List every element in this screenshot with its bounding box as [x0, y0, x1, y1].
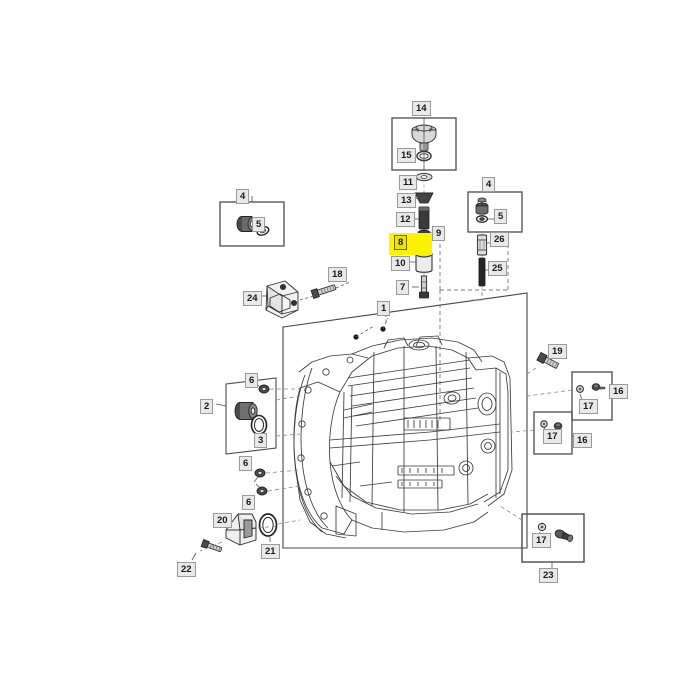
right-bushing-box — [467, 188, 523, 233]
housing-leader-dots — [353, 326, 386, 340]
callout-4-left[interactable]: 4 — [236, 189, 250, 204]
bottom-right-sensor-box — [499, 505, 585, 570]
callout-3[interactable]: 3 — [254, 433, 268, 448]
right-pin-stack — [470, 232, 492, 301]
callout-8[interactable]: 8 — [394, 235, 408, 250]
callout-21[interactable]: 21 — [261, 544, 280, 559]
callout-18[interactable]: 18 — [328, 267, 347, 282]
callout-22[interactable]: 22 — [177, 562, 196, 577]
callout-10[interactable]: 10 — [391, 256, 410, 271]
callout-13[interactable]: 13 — [397, 193, 416, 208]
main-housing-boundary — [282, 292, 528, 549]
callout-1[interactable]: 1 — [377, 301, 391, 316]
callout-5-left[interactable]: 5 — [252, 217, 266, 232]
callout-17-lower[interactable]: 17 — [543, 429, 562, 444]
callout-11[interactable]: 11 — [399, 175, 418, 190]
left-cover-plate — [215, 377, 301, 455]
callout-16-lower[interactable]: 16 — [573, 433, 592, 448]
callout-24[interactable]: 24 — [243, 291, 262, 306]
callout-25[interactable]: 25 — [488, 261, 507, 276]
callout-7[interactable]: 7 — [396, 280, 410, 295]
housing-leader-lines — [355, 314, 389, 338]
callout-6-upper[interactable]: 6 — [245, 373, 259, 388]
callout-19[interactable]: 19 — [548, 344, 567, 359]
right-fastener-groups — [511, 350, 618, 455]
center-vent-stack — [391, 117, 457, 300]
bracket-assembly — [260, 272, 351, 319]
callout-2[interactable]: 2 — [200, 399, 214, 414]
callout-14[interactable]: 14 — [412, 101, 431, 116]
callout-15[interactable]: 15 — [397, 148, 416, 163]
stack-leader-dashed-box — [439, 233, 509, 420]
callout-16-upper[interactable]: 16 — [609, 384, 628, 399]
callout-20[interactable]: 20 — [213, 513, 232, 528]
callout-17-box23[interactable]: 17 — [532, 533, 551, 548]
callout-4-right[interactable]: 4 — [482, 177, 496, 192]
callout-6-lower[interactable]: 6 — [242, 495, 256, 510]
callout-6-mid[interactable]: 6 — [239, 456, 253, 471]
callout-23[interactable]: 23 — [539, 568, 558, 583]
callout-26[interactable]: 26 — [490, 232, 509, 247]
callout-5-right[interactable]: 5 — [494, 209, 508, 224]
callout-9[interactable]: 9 — [432, 226, 446, 241]
plug-seals — [253, 382, 301, 496]
speed-sensor-group — [191, 513, 301, 561]
callout-12[interactable]: 12 — [396, 212, 415, 227]
callout-17-upper[interactable]: 17 — [579, 399, 598, 414]
transmission-case-body — [293, 335, 513, 539]
